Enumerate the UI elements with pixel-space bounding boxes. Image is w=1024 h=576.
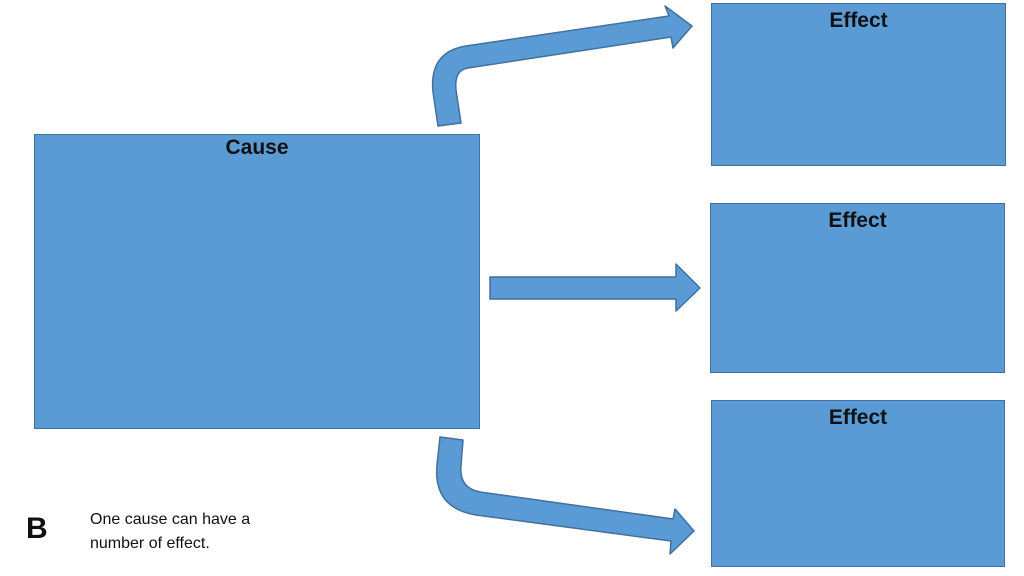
cause-label: Cause [225,136,289,159]
arrow-to-top-effect [431,5,693,127]
arrow-to-bottom-effect [435,436,695,555]
cause-box: Cause [34,134,480,429]
caption-text: One cause can have a number of effect. [90,511,251,552]
slide-letter: B [26,512,48,545]
effect-box-top: Effect [711,3,1006,166]
effect-box-bottom: Effect [711,400,1005,567]
effect-box-middle: Effect [710,203,1005,373]
arrow-to-middle-effect [489,263,701,312]
effect-label-bottom: Effect [828,406,888,429]
effect-label-top: Effect [829,9,888,32]
effect-label-middle: Effect [828,209,887,232]
